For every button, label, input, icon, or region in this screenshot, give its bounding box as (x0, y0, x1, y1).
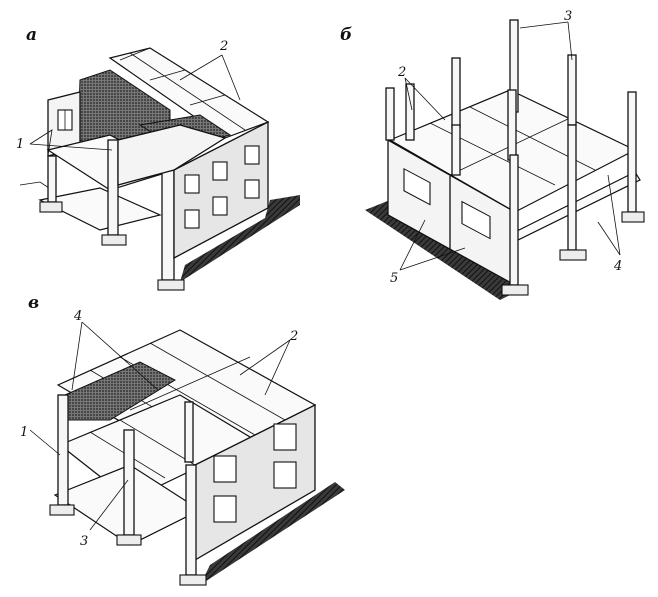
footing-a1 (39, 201, 63, 213)
footing-v2 (116, 534, 142, 546)
callout-b-4: 4 (613, 259, 622, 274)
callout-v-3: 3 (80, 534, 88, 549)
panel-letter-b: б (340, 25, 352, 45)
footing-b3 (501, 284, 529, 296)
panel-letter-a: а (26, 25, 37, 45)
footing-v3 (179, 574, 207, 586)
callout-v-2: 2 (289, 329, 298, 344)
windows-v (213, 423, 297, 523)
windows-a (184, 145, 260, 229)
callout-b-2: 2 (397, 65, 406, 80)
callout-v-1: 1 (20, 425, 28, 440)
column-a2 (107, 139, 119, 236)
panel-v: в 4 2 1 3 (20, 293, 345, 586)
footing-v1 (49, 504, 75, 516)
callout-v-4: 4 (73, 309, 82, 324)
ground-shadow-b (365, 200, 520, 300)
panel-a: а 1 2 (16, 25, 300, 291)
callout-b-3: 3 (564, 9, 572, 24)
panel-letter-v: в (28, 293, 39, 313)
windows-b (403, 167, 491, 240)
callout-a-2: 2 (219, 39, 228, 54)
leader-b-2 (404, 77, 413, 111)
leader-v-4 (71, 321, 83, 391)
footing-a3 (157, 279, 185, 291)
footing-b2 (621, 211, 645, 223)
callout-b-5: 5 (390, 271, 398, 286)
column-a1 (47, 155, 57, 203)
columns-b (385, 19, 637, 286)
footing-b1 (559, 249, 587, 261)
panel-b: б 2 3 4 5 (340, 9, 645, 300)
ground-shadow-v (200, 482, 345, 585)
column-a3 (161, 169, 175, 281)
callout-a-1: 1 (16, 137, 24, 152)
footing-a2 (101, 234, 127, 246)
leader-a1 (29, 129, 53, 156)
ground-shadow-a (180, 195, 300, 282)
